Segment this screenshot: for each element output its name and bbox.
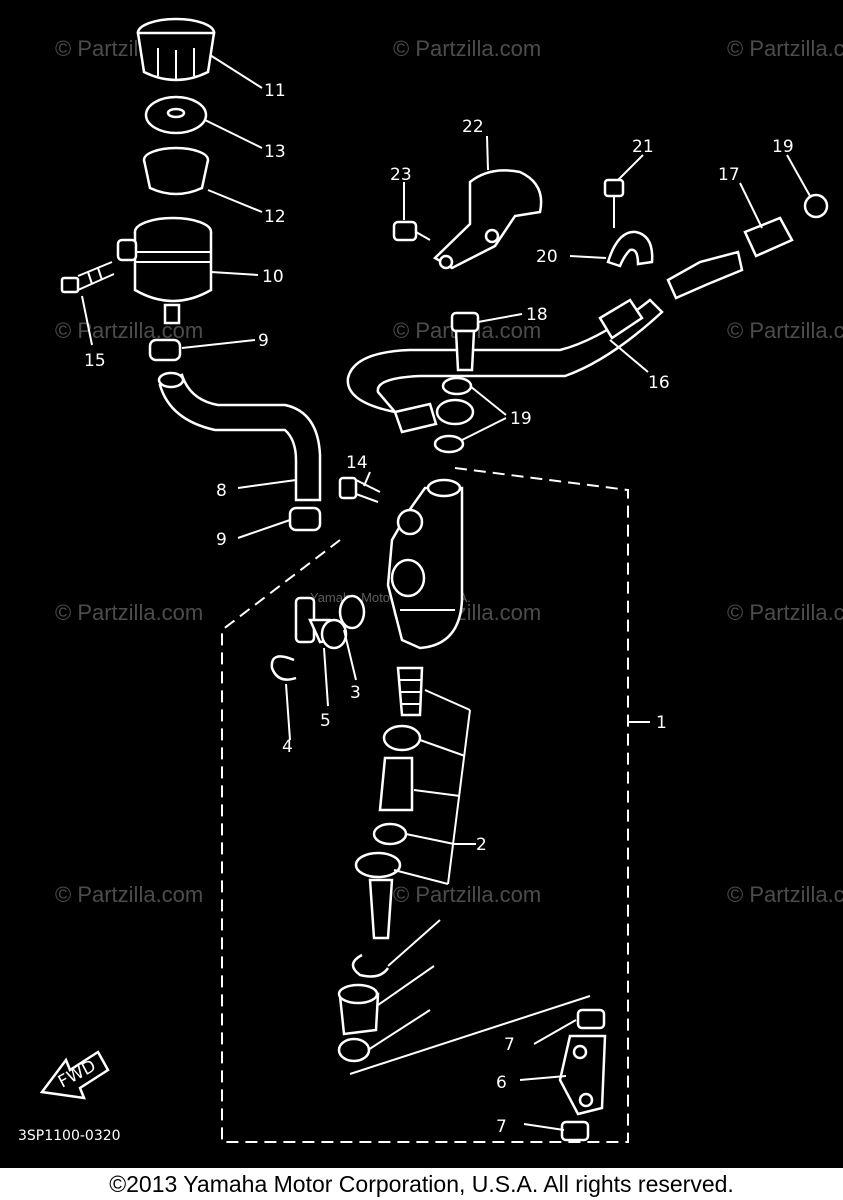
hose-guide-bracket bbox=[432, 169, 543, 270]
watermark: © Partzilla.com bbox=[727, 318, 843, 343]
watermark: © Partzilla.com bbox=[393, 36, 541, 61]
leader-lines bbox=[81, 54, 811, 1131]
callout-3: 3 bbox=[350, 683, 361, 703]
hose-holder bbox=[603, 178, 654, 268]
brake-hose bbox=[346, 193, 829, 434]
hose-clamp bbox=[148, 338, 182, 362]
nut bbox=[560, 1120, 590, 1142]
washer bbox=[441, 376, 473, 396]
callout-10: 10 bbox=[262, 267, 284, 287]
hose-clamp bbox=[288, 506, 322, 532]
diaphragm-plate bbox=[144, 95, 208, 135]
callout-1: 1 bbox=[656, 713, 667, 733]
callout-23: 23 bbox=[390, 165, 412, 185]
callout-14: 14 bbox=[346, 453, 368, 473]
watermark: © Partzilla.com bbox=[727, 36, 843, 61]
callout-15: 15 bbox=[84, 351, 106, 371]
callout-18: 18 bbox=[526, 305, 548, 325]
callout-9: 9 bbox=[216, 530, 227, 550]
callout-11: 11 bbox=[264, 81, 286, 101]
callout-2: 2 bbox=[476, 835, 487, 855]
callout-12: 12 bbox=[264, 207, 286, 227]
circlip bbox=[270, 655, 297, 681]
fwd-arrow-icon: FWD bbox=[39, 1050, 110, 1100]
watermark: © Partzilla.com bbox=[55, 882, 203, 907]
bolt-14 bbox=[338, 476, 381, 503]
callout-21: 21 bbox=[632, 137, 654, 157]
diagram-code: 3SP1100-0320 bbox=[18, 1128, 121, 1144]
hose-joint bbox=[294, 596, 348, 650]
banjo-bolt bbox=[450, 311, 480, 372]
watermark: © Partzilla.com bbox=[393, 882, 541, 907]
callout-7: 7 bbox=[496, 1117, 507, 1137]
watermark: © Partzilla.com bbox=[55, 600, 203, 625]
callout-13: 13 bbox=[264, 142, 286, 162]
clevis bbox=[558, 1034, 607, 1116]
piston-kit bbox=[337, 666, 424, 1063]
copyright-notice: ©2013 Yamaha Motor Corporation, U.S.A. A… bbox=[0, 1168, 843, 1200]
master-cylinder-body bbox=[386, 478, 464, 650]
callout-7: 7 bbox=[504, 1035, 515, 1055]
watermark: © Partzilla.com bbox=[727, 882, 843, 907]
reservoir-hose bbox=[158, 373, 322, 502]
parts-diagram: © Partzilla.com © Partzilla.com © Partzi… bbox=[0, 0, 843, 1168]
callout-22: 22 bbox=[462, 117, 484, 137]
reservoir-cap bbox=[136, 17, 216, 82]
callout-19: 19 bbox=[510, 409, 532, 429]
reservoir bbox=[116, 216, 213, 325]
assembly-outline bbox=[221, 467, 629, 1143]
nut bbox=[576, 1008, 606, 1030]
callout-6: 6 bbox=[496, 1073, 507, 1093]
o-ring bbox=[338, 594, 366, 630]
callout-20: 20 bbox=[536, 247, 558, 267]
callout-5: 5 bbox=[320, 711, 331, 731]
callout-17: 17 bbox=[718, 165, 740, 185]
bolt-15 bbox=[60, 261, 115, 294]
callout-16: 16 bbox=[648, 373, 670, 393]
diaphragm bbox=[142, 146, 210, 196]
callout-9: 9 bbox=[258, 331, 269, 351]
callout-19: 19 bbox=[772, 137, 794, 157]
bolt-23 bbox=[392, 220, 431, 242]
callout-4: 4 bbox=[282, 737, 293, 757]
watermark: © Partzilla.com bbox=[55, 318, 203, 343]
callout-8: 8 bbox=[216, 481, 227, 501]
callout-labels: 11 13 12 10 15 9 8 9 3 5 4 14 18 19 16 2… bbox=[84, 81, 794, 1137]
washer bbox=[433, 434, 465, 454]
watermark: © Partzilla.com bbox=[727, 600, 843, 625]
